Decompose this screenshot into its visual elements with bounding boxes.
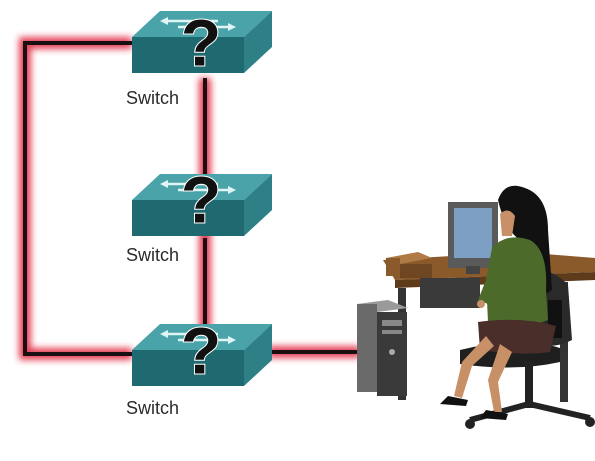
switch-label-top: Switch — [126, 88, 180, 108]
status-mark-bottom: ? — [181, 313, 221, 387]
question-mark-icon: ? — [180, 312, 222, 388]
link-top-bottom — [23, 41, 132, 356]
status-mark-middle: ? — [181, 162, 221, 236]
question-mark-icon: ? — [180, 161, 222, 237]
question-mark-icon: ? — [180, 4, 222, 80]
switch-label-middle: Switch — [126, 245, 180, 265]
switch-label-bottom: Switch — [126, 398, 180, 418]
user-icon — [440, 185, 595, 429]
redundant-links — [19, 37, 360, 360]
status-mark-top: ? — [181, 5, 221, 79]
